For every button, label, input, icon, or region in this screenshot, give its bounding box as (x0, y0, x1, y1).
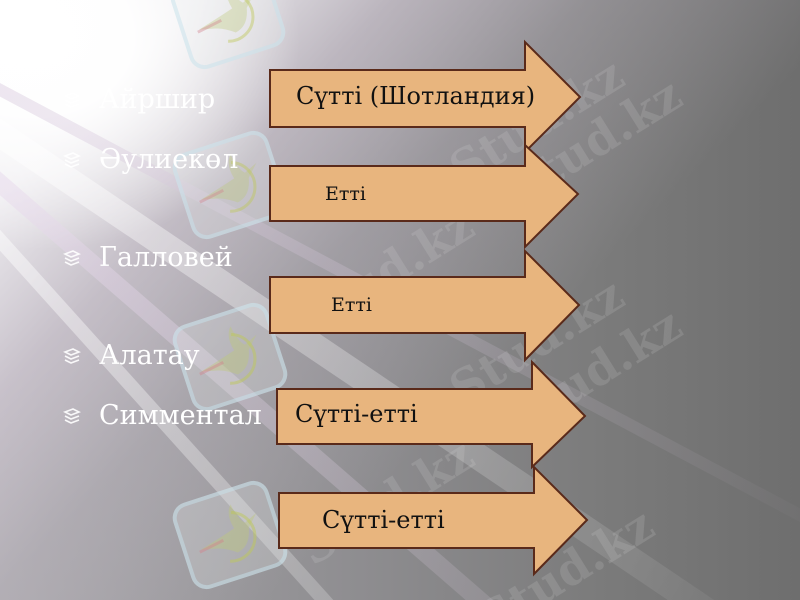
arrow-shape: Етті (269, 248, 582, 363)
arrow-shape: Сүтті (Шотландия) (269, 39, 582, 155)
list-item: Алатау (63, 340, 200, 371)
hummingbird-logo-watermark-icon (168, 126, 292, 244)
stacked-books-icon (63, 249, 81, 266)
arrow-label: Сүтті-етті (322, 506, 445, 534)
arrow-shape: Сүтті-етті (278, 464, 591, 577)
arrow-label: Етті (325, 183, 366, 205)
list-item: Айршир (63, 84, 215, 115)
stacked-books-icon (63, 151, 81, 168)
breed-label: Симментал (99, 400, 262, 431)
arrow-shape: Сүтті-етті (276, 359, 589, 470)
stacked-books-icon (63, 91, 81, 108)
breed-label: Әулиекөл (99, 144, 239, 175)
arrow-label: Сүтті-етті (295, 400, 418, 428)
stacked-books-icon (63, 347, 81, 364)
breed-label: Айршир (99, 84, 216, 115)
stacked-books-icon (63, 407, 81, 424)
breed-label: Алатау (99, 340, 200, 371)
arrow-label: Сүтті (Шотландия) (296, 82, 536, 110)
breed-label: Галловей (99, 242, 233, 273)
hummingbird-logo-watermark-icon (168, 476, 292, 594)
arrow-label: Етті (331, 294, 372, 316)
hummingbird-logo-watermark-icon (168, 298, 292, 416)
list-item: Галловей (63, 242, 233, 273)
hummingbird-logo-watermark-icon (166, 0, 290, 74)
list-item: Әулиекөл (63, 144, 238, 175)
list-item: Симментал (63, 400, 262, 431)
arrow-shape: Етті (269, 142, 582, 250)
